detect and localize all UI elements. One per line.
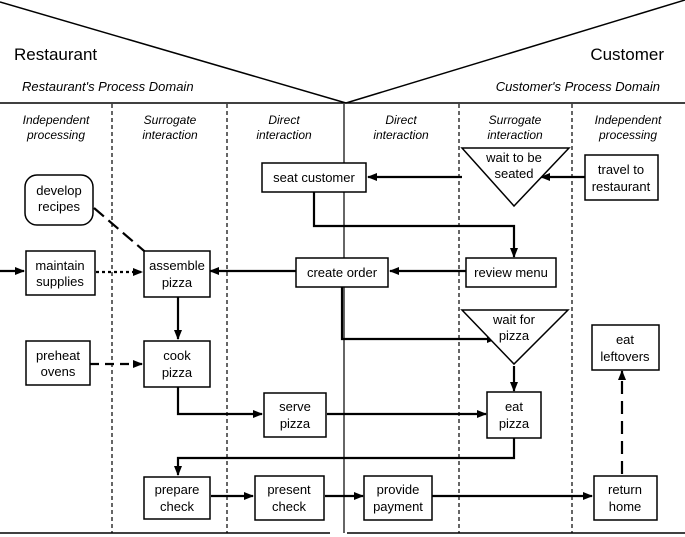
- label-present-check-2: check: [272, 499, 306, 514]
- node-prepare-check: [143, 476, 211, 520]
- node-review-menu: [465, 257, 557, 288]
- node-serve-pizza: [263, 392, 327, 438]
- arrow-seat-to-review-menu: [312, 192, 518, 258]
- customer-heading: Customer: [590, 45, 664, 64]
- label-prepare-check-1: prepare: [155, 482, 200, 497]
- node-wait-to-be-seated: [460, 147, 571, 208]
- label-cook-pizza-1: cook: [163, 348, 191, 363]
- label-assemble-pizza-2: pizza: [162, 275, 193, 290]
- node-return-home: [593, 475, 658, 521]
- label-develop-recipes-2: recipes: [38, 199, 80, 214]
- lane-label-c-surrogate-1: Surrogate: [489, 113, 542, 127]
- label-serve-pizza-2: pizza: [280, 416, 311, 431]
- lane-label-c-independent-1: Independent: [595, 113, 662, 127]
- lane-label-r-direct-1: Direct: [268, 113, 300, 127]
- label-present-check-1: present: [267, 482, 311, 497]
- label-eat-pizza-1: eat: [505, 399, 523, 414]
- node-seat-customer: [261, 162, 367, 193]
- label-eat-leftovers-1: eat: [616, 332, 634, 347]
- label-travel-to-restaurant-1: travel to: [598, 162, 644, 177]
- lane-label-c-direct-1: Direct: [385, 113, 417, 127]
- label-eat-pizza-2: pizza: [499, 416, 530, 431]
- lane-label-r-independent-1: Independent: [23, 113, 90, 127]
- node-preheat-ovens: [25, 340, 91, 386]
- node-eat-pizza: [486, 391, 542, 439]
- label-preheat-ovens-2: ovens: [41, 364, 76, 379]
- label-return-home-2: home: [609, 499, 642, 514]
- node-travel-to-restaurant: [584, 154, 659, 201]
- node-wait-for-pizza: [460, 309, 570, 366]
- label-create-order: create order: [307, 265, 378, 280]
- node-create-order: [295, 257, 389, 288]
- label-eat-leftovers-2: leftovers: [600, 349, 650, 364]
- label-prepare-check-2: check: [160, 499, 194, 514]
- label-wait-to-be-seated-2: seated: [494, 166, 533, 181]
- label-wait-for-pizza-2: pizza: [499, 328, 530, 343]
- node-present-check: [254, 475, 325, 521]
- lane-label-r-independent-2: processing: [26, 128, 85, 142]
- customer-domain-label: Customer's Process Domain: [496, 79, 660, 94]
- label-provide-payment-2: payment: [373, 499, 423, 514]
- lane-label-c-surrogate-2: interaction: [487, 128, 543, 142]
- label-maintain-supplies-1: maintain: [35, 258, 84, 273]
- lane-label-r-surrogate-2: interaction: [142, 128, 198, 142]
- lane-label-r-surrogate-1: Surrogate: [144, 113, 197, 127]
- label-preheat-ovens-1: preheat: [36, 348, 80, 363]
- label-wait-to-be-seated-1: wait to be: [485, 150, 542, 165]
- lane-label-c-independent-2: processing: [598, 128, 657, 142]
- label-cook-pizza-2: pizza: [162, 365, 193, 380]
- node-maintain-supplies: [25, 250, 96, 296]
- label-serve-pizza-1: serve: [279, 399, 311, 414]
- arrow-eat-to-prepare-check: [174, 438, 516, 476]
- label-seat-customer: seat customer: [273, 170, 355, 185]
- label-provide-payment-1: provide: [377, 482, 420, 497]
- label-assemble-pizza-1: assemble: [149, 258, 205, 273]
- label-review-menu: review menu: [474, 265, 548, 280]
- node-eat-leftovers: [591, 324, 660, 371]
- node-provide-payment: [363, 475, 433, 521]
- label-maintain-supplies-2: supplies: [36, 274, 84, 289]
- restaurant-heading: Restaurant: [14, 45, 97, 64]
- arrow-create-order-to-wait-pizza: [340, 287, 497, 343]
- lane-dividers: [111, 104, 573, 533]
- arrow-cook-to-serve: [176, 387, 263, 418]
- node-develop-recipes: [24, 174, 94, 226]
- label-develop-recipes-1: develop: [36, 183, 82, 198]
- label-return-home-1: return: [608, 482, 642, 497]
- lane-label-c-direct-2: interaction: [373, 128, 429, 142]
- label-wait-for-pizza-1: wait for: [492, 312, 536, 327]
- label-travel-to-restaurant-2: restaurant: [592, 179, 651, 194]
- node-assemble-pizza: [143, 250, 211, 298]
- restaurant-domain-label: Restaurant's Process Domain: [22, 79, 194, 94]
- lane-label-r-direct-2: interaction: [256, 128, 312, 142]
- node-cook-pizza: [143, 340, 211, 388]
